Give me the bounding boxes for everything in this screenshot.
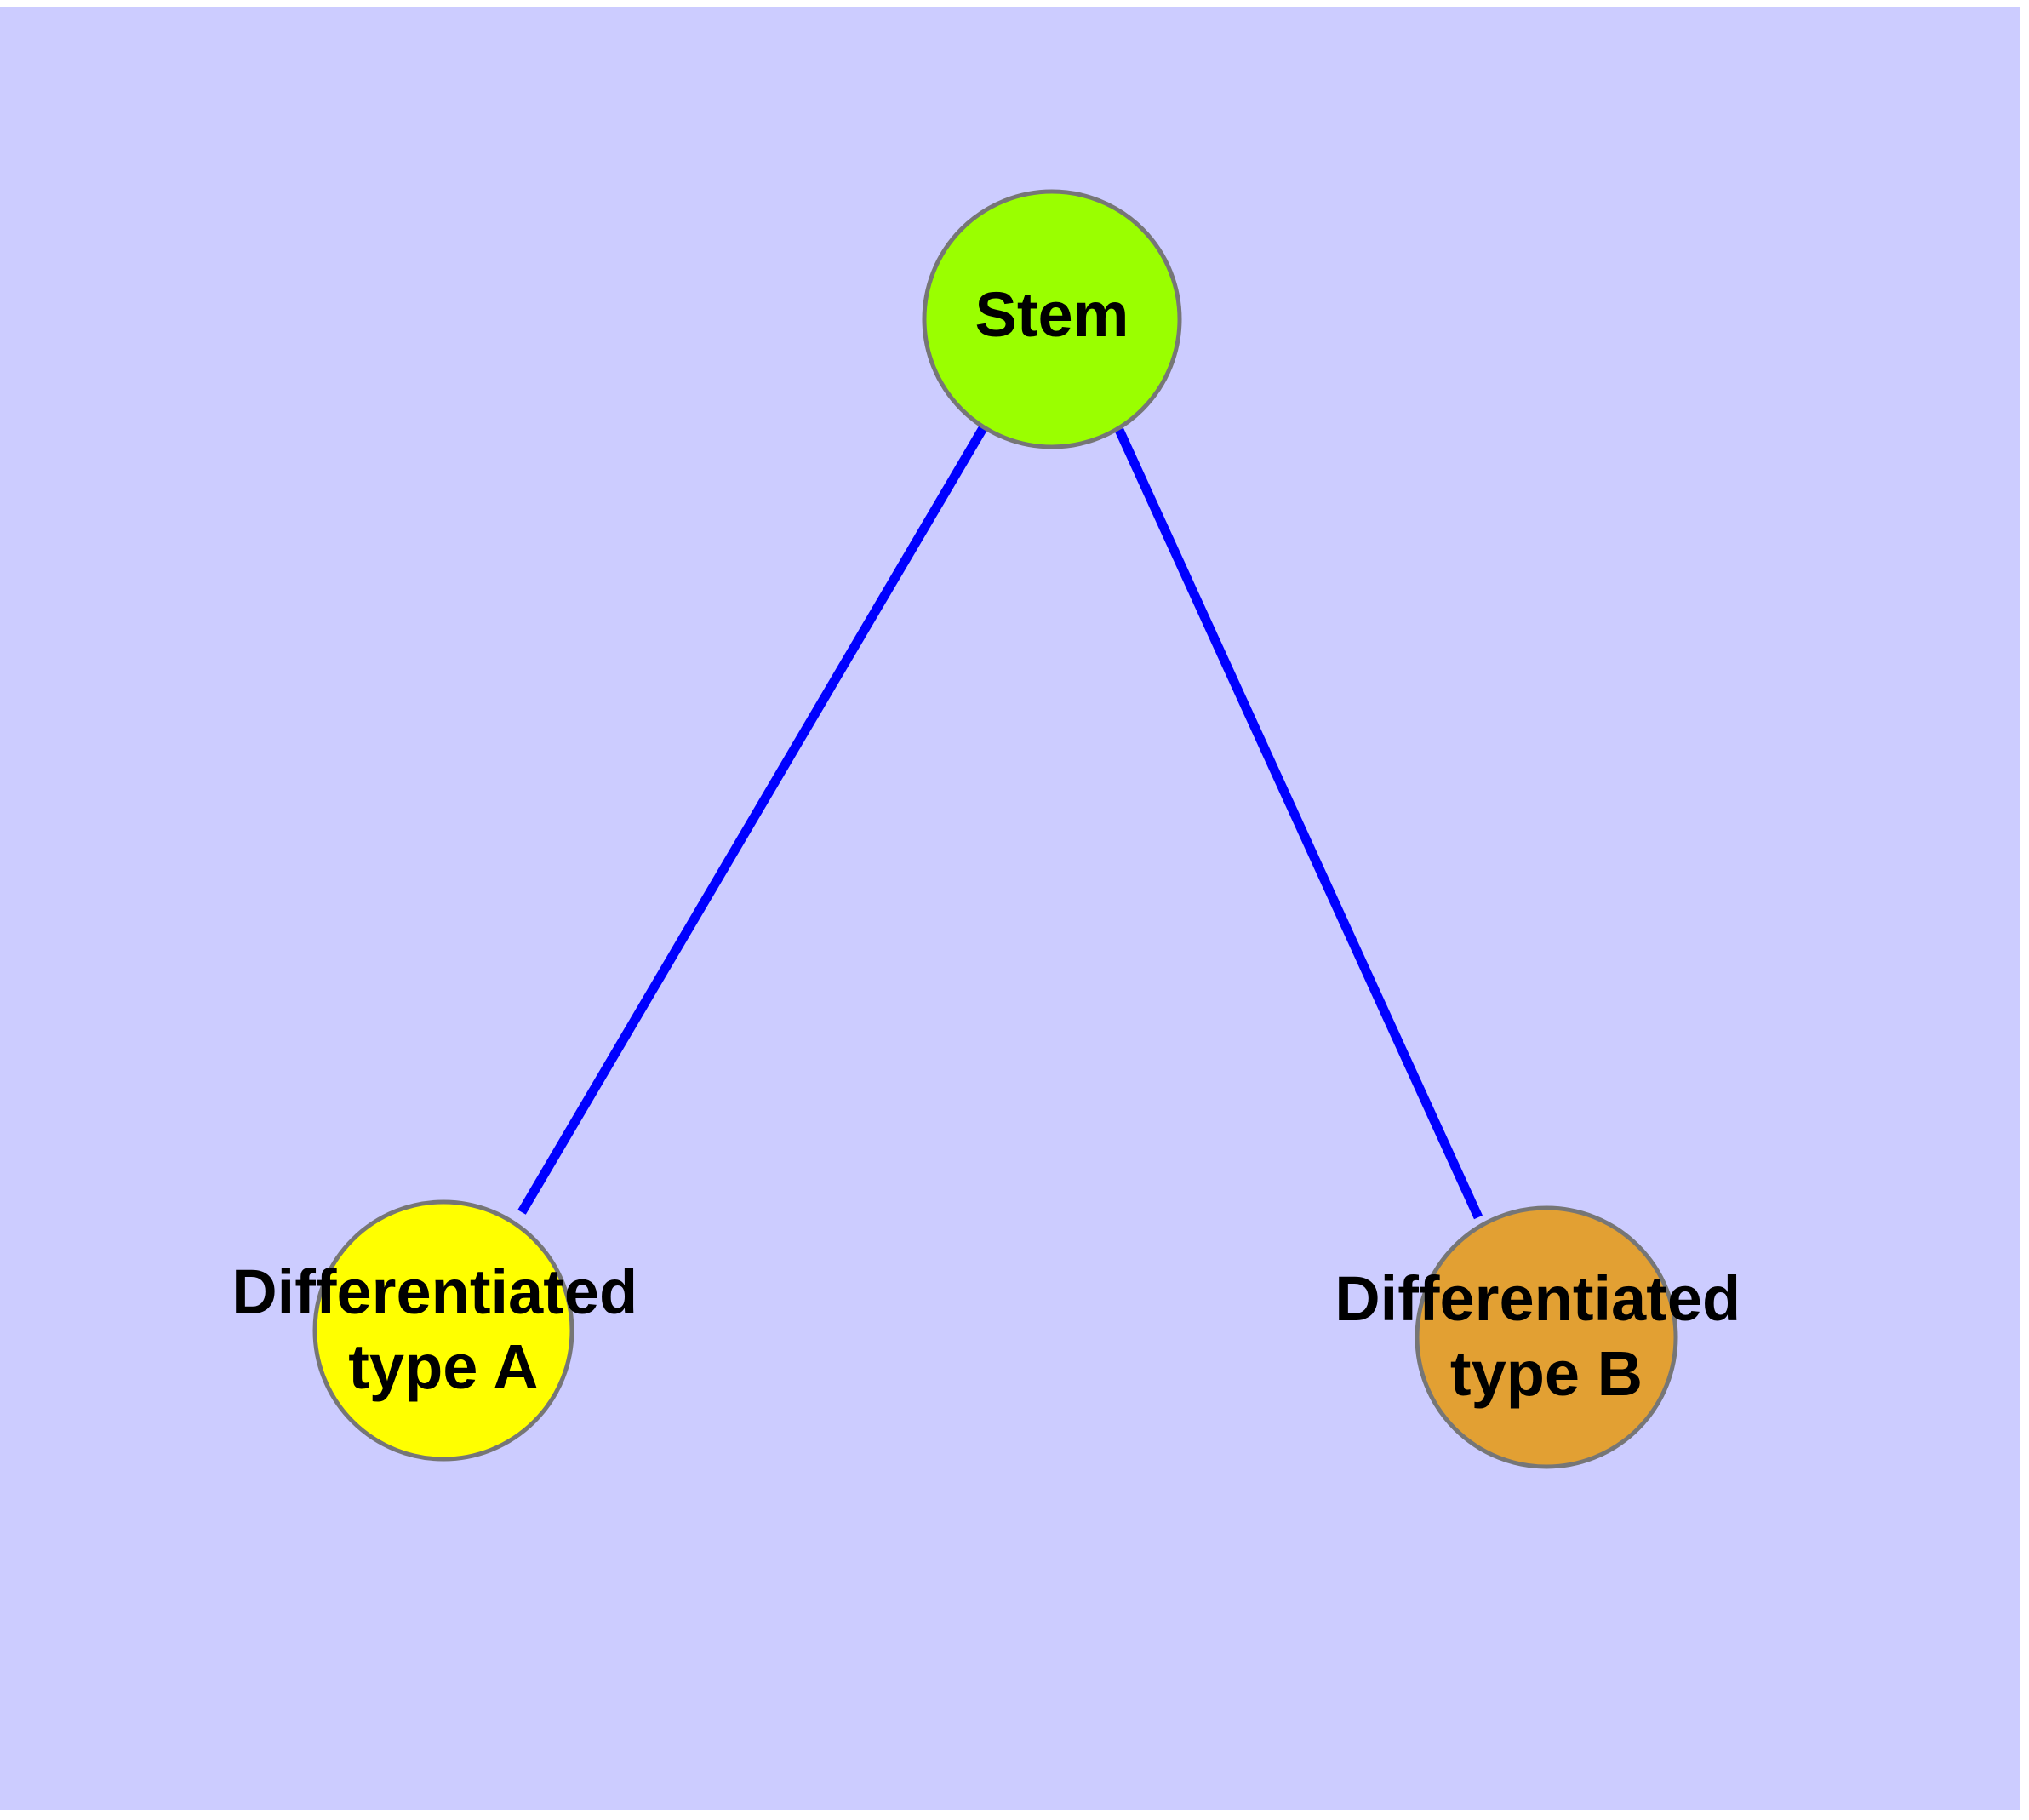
edge-stem-to-differentiated-type-a[interactable] [517, 426, 987, 1215]
edge-group [517, 426, 1483, 1220]
node-label-stem: Stem [975, 279, 1129, 350]
node-label-diff-a-line2: type A [348, 1331, 538, 1402]
node-label-differentiated-type-a: Differentiated type A [231, 1256, 655, 1402]
node-label-stem-line1: Stem [975, 279, 1129, 350]
node-label-diff-a-line1: Differentiated [231, 1256, 637, 1327]
node-label-differentiated-type-b: Differentiated type B [1335, 1263, 1758, 1409]
node-circle-differentiated-type-b[interactable] [1415, 1205, 1678, 1469]
node-circle-stem[interactable] [922, 189, 1182, 449]
node-group [312, 189, 1678, 1469]
node-circle-differentiated-type-a[interactable] [312, 1199, 574, 1462]
node-label-diff-b-line1: Differentiated [1335, 1263, 1740, 1334]
edge-stem-to-differentiated-type-b[interactable] [1114, 427, 1483, 1220]
node-label-diff-b-line2: type B [1450, 1338, 1643, 1409]
node-label-group: Stem Differentiated type A Differentiate… [231, 279, 1758, 1409]
